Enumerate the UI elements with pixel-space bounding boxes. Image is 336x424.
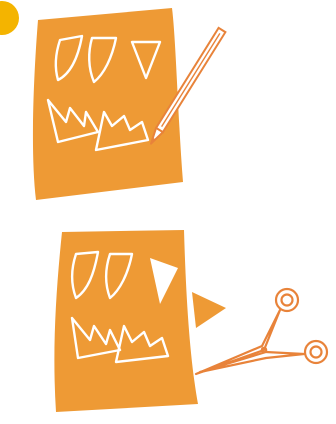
step-2-group <box>54 230 198 412</box>
step-1-group <box>33 8 183 200</box>
step-badge-icon <box>0 1 19 35</box>
scissors-icon <box>196 289 327 374</box>
pointing-arrow-icon <box>192 292 226 328</box>
